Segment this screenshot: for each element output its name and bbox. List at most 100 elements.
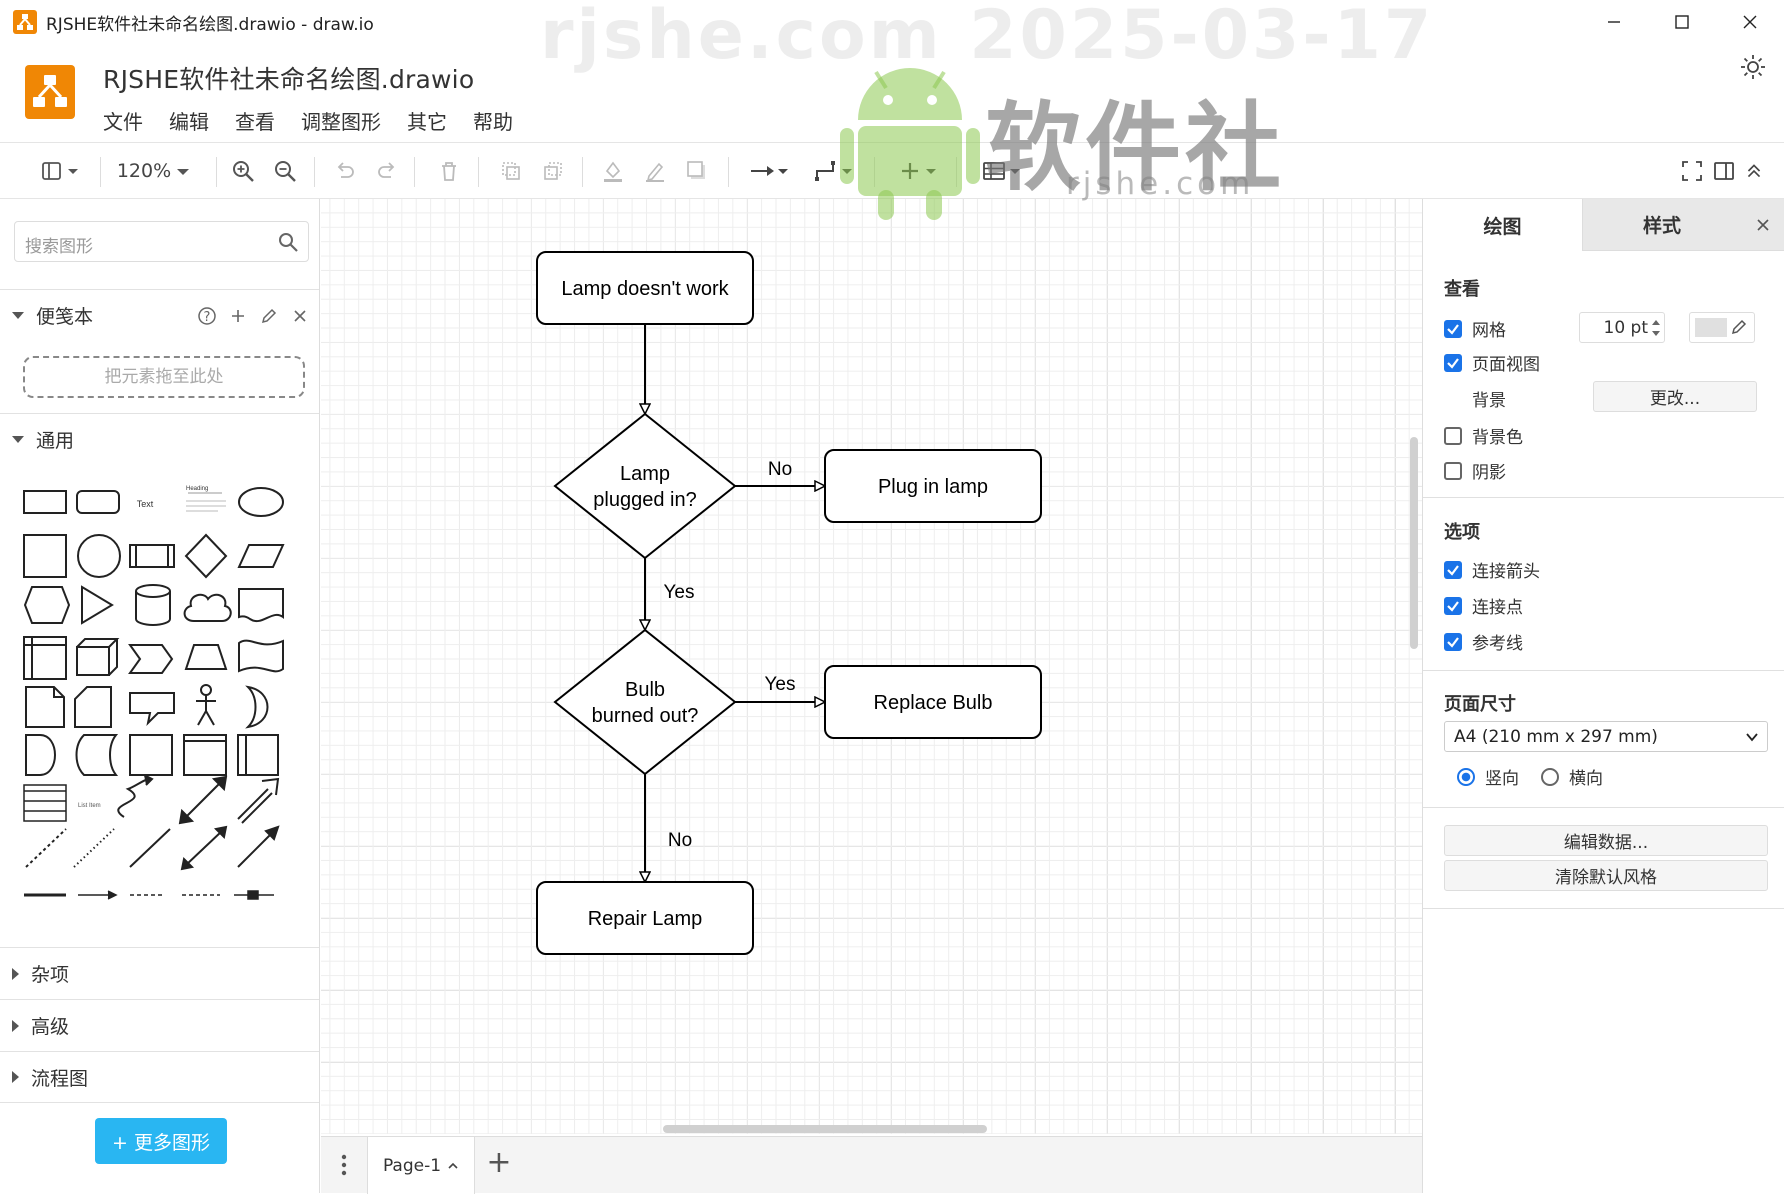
table-icon[interactable]: [976, 157, 1028, 185]
horizontal-scrollbar[interactable]: [663, 1125, 987, 1133]
chevron-up-icon[interactable]: [447, 1160, 459, 1172]
grid-checkbox-row[interactable]: 网格: [1444, 316, 1506, 341]
clear-default-style-button[interactable]: 清除默认风格: [1444, 860, 1768, 891]
edit-data-button[interactable]: 编辑数据...: [1444, 825, 1768, 856]
flowchart-node-lamp-doesnt-work[interactable]: Lamp doesn't work: [536, 251, 754, 325]
shadow-icon[interactable]: [682, 157, 712, 185]
help-icon[interactable]: ?: [196, 305, 218, 327]
general-section-header[interactable]: 通用: [0, 413, 319, 465]
toolbar: 120%: [0, 142, 1784, 199]
search-icon[interactable]: [276, 230, 300, 254]
edge-label: Yes: [664, 582, 695, 603]
fill-color-icon[interactable]: [598, 157, 628, 185]
theme-sun-icon[interactable]: [1740, 54, 1766, 80]
chevron-down-icon: [12, 436, 24, 443]
more-shapes-button[interactable]: + 更多图形: [95, 1118, 227, 1164]
fullscreen-icon[interactable]: [1678, 157, 1706, 185]
menu-edit[interactable]: 编辑: [169, 110, 209, 134]
change-background-button[interactable]: 更改...: [1593, 381, 1757, 412]
format-panel-toggle-icon[interactable]: [1710, 157, 1738, 185]
connection-style-icon[interactable]: [742, 157, 798, 185]
misc-section-header[interactable]: 杂项: [0, 947, 319, 999]
insert-plus-icon[interactable]: [892, 157, 944, 185]
page-size-select[interactable]: A4 (210 mm x 297 mm): [1444, 721, 1768, 752]
page-view-checkbox[interactable]: [1444, 353, 1462, 372]
to-front-icon[interactable]: [496, 157, 526, 185]
close-window-button[interactable]: [1716, 0, 1784, 44]
redo-icon[interactable]: [372, 157, 402, 185]
grid-checkbox[interactable]: [1444, 319, 1462, 338]
connection-points-row[interactable]: 连接点: [1444, 593, 1523, 618]
shape-heading-label[interactable]: Heading: [186, 486, 208, 492]
page-view-checkbox-row[interactable]: 页面视图: [1444, 350, 1540, 375]
bg-color-checkbox[interactable]: [1444, 426, 1462, 445]
shape-tape: [238, 639, 284, 673]
flowchart-label: 流程图: [31, 1067, 89, 1090]
page-tab[interactable]: Page-1: [367, 1137, 475, 1194]
zoom-out-icon[interactable]: [270, 157, 300, 185]
advanced-section-header[interactable]: 高级: [0, 999, 319, 1051]
close-icon[interactable]: [289, 305, 311, 327]
shadow-checkbox[interactable]: [1444, 461, 1462, 480]
add-icon[interactable]: [227, 305, 249, 327]
menu-extras[interactable]: 其它: [407, 110, 447, 134]
grid-size-value: 10 pt: [1603, 317, 1649, 338]
edit-pencil-icon[interactable]: [258, 305, 280, 327]
zoom-select[interactable]: 120%: [112, 157, 198, 185]
menu-help[interactable]: 帮助: [473, 110, 513, 134]
edge-label: Yes: [765, 674, 796, 695]
stepper-icon[interactable]: [1650, 316, 1662, 340]
zoom-in-icon[interactable]: [228, 157, 258, 185]
menu-file[interactable]: 文件: [103, 110, 143, 134]
guides-checkbox[interactable]: [1444, 632, 1462, 651]
menu-view[interactable]: 查看: [235, 110, 275, 134]
portrait-radio[interactable]: [1457, 767, 1475, 786]
file-title[interactable]: RJSHE软件社未命名绘图.drawio: [103, 65, 475, 94]
connection-points-checkbox[interactable]: [1444, 596, 1462, 615]
landscape-radio[interactable]: [1541, 767, 1559, 786]
pages-menu-icon[interactable]: [339, 1151, 349, 1179]
shape-text[interactable]: Text: [137, 499, 154, 509]
grid-color-picker[interactable]: [1689, 312, 1755, 343]
eyedropper-icon[interactable]: [1730, 318, 1748, 336]
maximize-button[interactable]: [1648, 0, 1716, 44]
grid-size-input[interactable]: 10 pt: [1579, 312, 1665, 343]
menu-arrange[interactable]: 调整图形: [301, 110, 381, 134]
tab-style[interactable]: 样式: [1582, 199, 1741, 251]
search-shapes-input[interactable]: 搜索图形: [14, 221, 309, 262]
connection-arrows-row[interactable]: 连接箭头: [1444, 557, 1540, 582]
close-panel-icon[interactable]: [1741, 199, 1784, 251]
shape-internal-storage: [23, 636, 67, 680]
landscape-radio-row[interactable]: 横向: [1541, 764, 1603, 789]
to-back-icon[interactable]: [538, 157, 568, 185]
general-shapes-palette[interactable]: Text Heading List Item: [12, 463, 312, 923]
bg-color-checkbox-row[interactable]: 背景色: [1444, 423, 1523, 448]
portrait-radio-row[interactable]: 竖向: [1457, 764, 1519, 789]
shape-list-item[interactable]: List Item: [78, 803, 101, 809]
vertical-scrollbar[interactable]: [1410, 437, 1418, 649]
flowchart-section-header[interactable]: 流程图: [0, 1051, 319, 1103]
add-page-button[interactable]: +: [486, 1145, 512, 1180]
undo-icon[interactable]: [330, 157, 360, 185]
zoom-value: 120%: [116, 160, 172, 182]
flowchart-node-repair-lamp[interactable]: Repair Lamp: [536, 881, 754, 955]
minimize-button[interactable]: [1580, 0, 1648, 44]
line-color-icon[interactable]: [640, 157, 670, 185]
shadow-checkbox-row[interactable]: 阴影: [1444, 458, 1506, 483]
guides-row[interactable]: 参考线: [1444, 629, 1523, 654]
flowchart-node-plug-in-lamp[interactable]: Plug in lamp: [824, 449, 1042, 523]
chevron-right-icon: [12, 1019, 19, 1032]
watermark-date: rjshe.com 2025-03-17: [540, 0, 1435, 75]
sidebar-toggle-icon[interactable]: [36, 157, 84, 185]
waypoint-style-icon[interactable]: [806, 157, 862, 185]
tab-diagram[interactable]: 绘图: [1423, 199, 1582, 251]
scratchpad-dropzone[interactable]: 把元素拖至此处: [23, 356, 305, 398]
flowchart-node-replace-bulb[interactable]: Replace Bulb: [824, 665, 1042, 739]
delete-icon[interactable]: [434, 157, 464, 185]
connection-arrows-checkbox[interactable]: [1444, 560, 1462, 579]
collapse-chevron-icon[interactable]: [1742, 157, 1766, 185]
scratchpad-header[interactable]: 便笺本 ?: [0, 289, 319, 341]
